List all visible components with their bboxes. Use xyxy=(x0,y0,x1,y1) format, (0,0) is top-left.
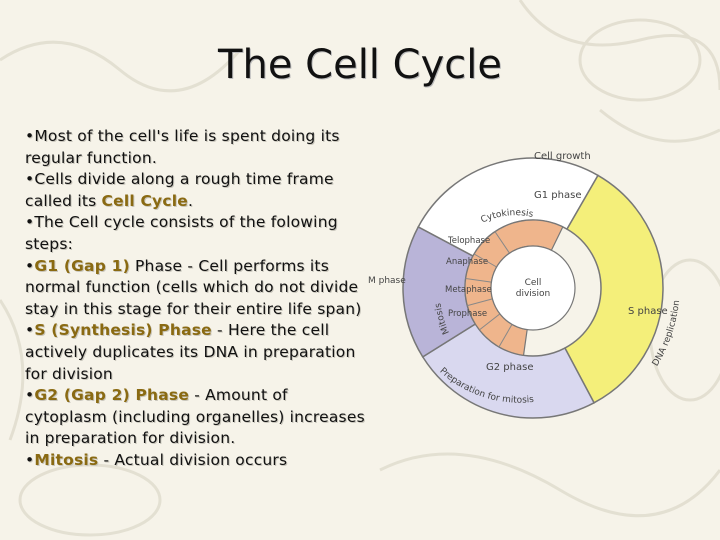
g2-phase-sector xyxy=(421,323,596,419)
bullet-text: • xyxy=(25,256,35,275)
bullet-text: • xyxy=(25,450,35,469)
stage-divider-line xyxy=(465,278,492,283)
bullet-text: - Here the cell actively duplicates its … xyxy=(25,321,356,383)
bullet-text: •Most of the cell's life is spent doing … xyxy=(25,127,340,167)
bullet-item: •S (Synthesis) Phase - Here the cell act… xyxy=(25,320,370,385)
m-phase-label: M phase xyxy=(368,276,406,286)
stage-dividers xyxy=(465,231,513,348)
highlighted-term: S (Synthesis) Phase xyxy=(34,321,212,340)
stage-divider-line xyxy=(473,253,497,268)
bullet-text: Phase - Cell performs its normal functio… xyxy=(25,256,362,318)
bullet-text: • xyxy=(25,321,35,340)
cell-division-label-line2: division xyxy=(516,289,550,299)
stage-divider-line xyxy=(498,324,513,348)
bullet-item: •G2 (Gap 2) Phase - Amount of cytoplasm … xyxy=(25,385,370,450)
bullet-item: •The Cell cycle consists of the folowing… xyxy=(25,212,370,255)
bullet-item: •Mitosis - Actual division occurs xyxy=(25,450,370,472)
bullet-item: •Most of the cell's life is spent doing … xyxy=(25,126,370,169)
bullet-text: - Amount of cytoplasm (including organel… xyxy=(25,386,365,448)
bullet-text: . xyxy=(187,191,194,210)
stage-label-anaphase: Anaphase xyxy=(446,257,488,267)
stage-divider-line xyxy=(494,231,510,254)
cell-division-center xyxy=(490,245,576,331)
bullet-text: - Actual division occurs xyxy=(98,450,288,469)
stage-label-prophase: Prophase xyxy=(448,309,487,319)
g2-phase-label: G2 phase xyxy=(486,362,533,373)
cell-growth-label: Cell growth xyxy=(534,151,591,162)
highlighted-term: Mitosis xyxy=(34,450,99,469)
g1-phase-label: G1 phase xyxy=(534,190,581,201)
stage-label-metaphase: Metaphase xyxy=(445,285,492,295)
cell-division-label-line1: Cell xyxy=(525,278,542,288)
bullet-item: •G1 (Gap 1) Phase - Cell performs its no… xyxy=(25,256,370,321)
s-phase-sector xyxy=(563,174,664,404)
stage-label-telophase: Telophase xyxy=(447,236,490,246)
bullet-text: •Cells divide along a rough time frame c… xyxy=(25,170,334,210)
stage-divider-line xyxy=(479,313,501,331)
bullet-text: • xyxy=(25,386,35,405)
bullet-text: •The Cell cycle consists of the folowing… xyxy=(25,213,338,253)
cell-cycle-diagram: Cell growth G1 phase S phase G2 phase M … xyxy=(368,151,682,419)
highlighted-term: G1 (Gap 1) xyxy=(34,256,130,275)
bullet-list: •Most of the cell's life is spent doing … xyxy=(25,126,370,472)
stage-divider-line xyxy=(467,298,493,307)
bullet-item: •Cells divide along a rough time frame c… xyxy=(25,169,370,212)
highlighted-term: Cell Cycle xyxy=(101,191,188,210)
s-phase-label: S phase xyxy=(628,306,668,317)
slide-title: The Cell Cycle xyxy=(218,42,502,88)
highlighted-term: G2 (Gap 2) Phase xyxy=(34,386,190,405)
